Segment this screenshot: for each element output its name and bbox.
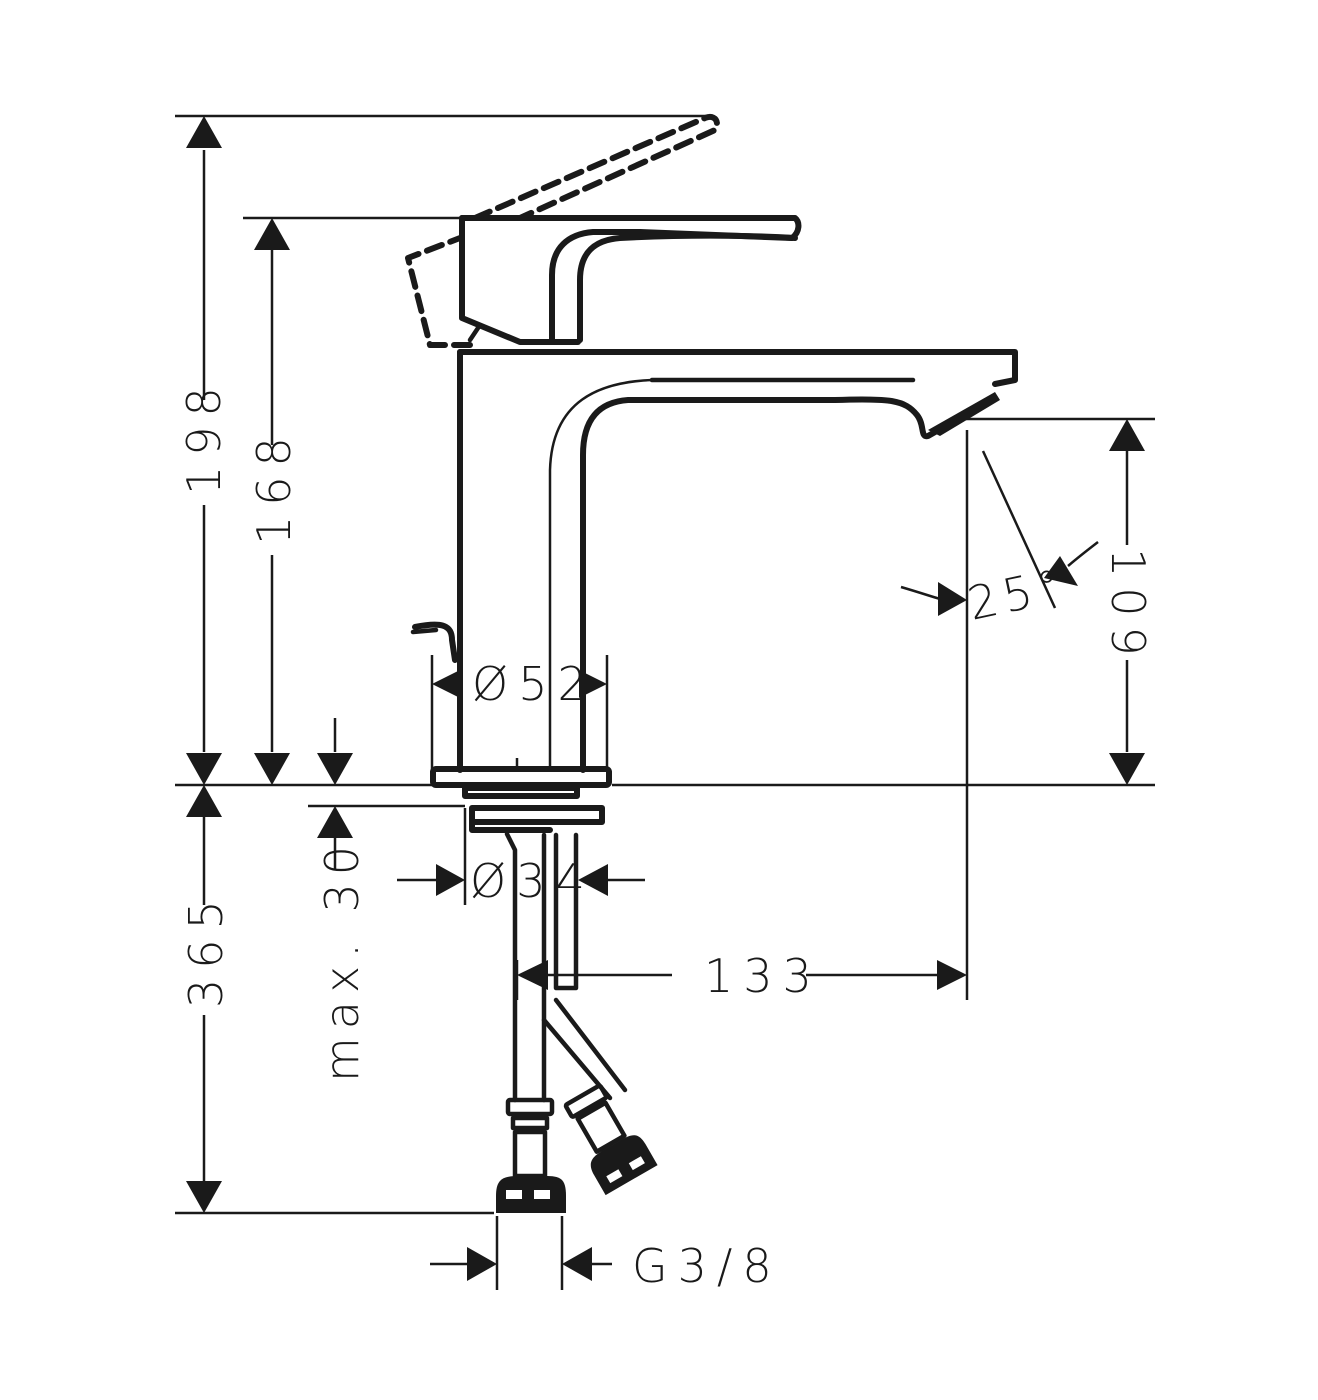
- dimension-168: 168: [247, 218, 301, 785]
- dimension-g3-8: G3/8: [430, 1216, 782, 1293]
- dimension-max-30-label: max. 30: [315, 838, 369, 1082]
- supply-hoses: [496, 831, 658, 1213]
- faucet-body: [410, 349, 1018, 773]
- faucet-base: [430, 758, 612, 833]
- dimension-133-label: 133: [704, 949, 822, 1003]
- extension-lines: [175, 114, 1155, 1215]
- dimension-109-label: 109: [1101, 548, 1155, 666]
- dimension-365-label: 365: [179, 890, 233, 1008]
- dimension-d34: Ø34: [397, 808, 645, 908]
- dimension-max-30: max. 30: [315, 718, 369, 1082]
- lever-handle: [459, 215, 802, 345]
- dimension-168-label: 168: [247, 427, 301, 545]
- dimension-25-degrees: 25°: [900, 450, 1099, 631]
- dimension-g3-8-label: G3/8: [632, 1239, 782, 1293]
- dimension-198-label: 198: [177, 377, 231, 495]
- dimension-d52: Ø52: [430, 655, 609, 770]
- dimension-109: 109: [1101, 419, 1155, 785]
- dimension-d52-label: Ø52: [472, 657, 597, 711]
- dimension-198: 198: [177, 116, 231, 785]
- dimension-25-degrees-label: 25°: [963, 557, 1072, 631]
- lever-open-position: [405, 114, 720, 348]
- dimension-d34-label: Ø34: [470, 854, 595, 908]
- dimension-365: 365: [179, 785, 233, 1213]
- dimension-133: 133: [515, 949, 967, 1003]
